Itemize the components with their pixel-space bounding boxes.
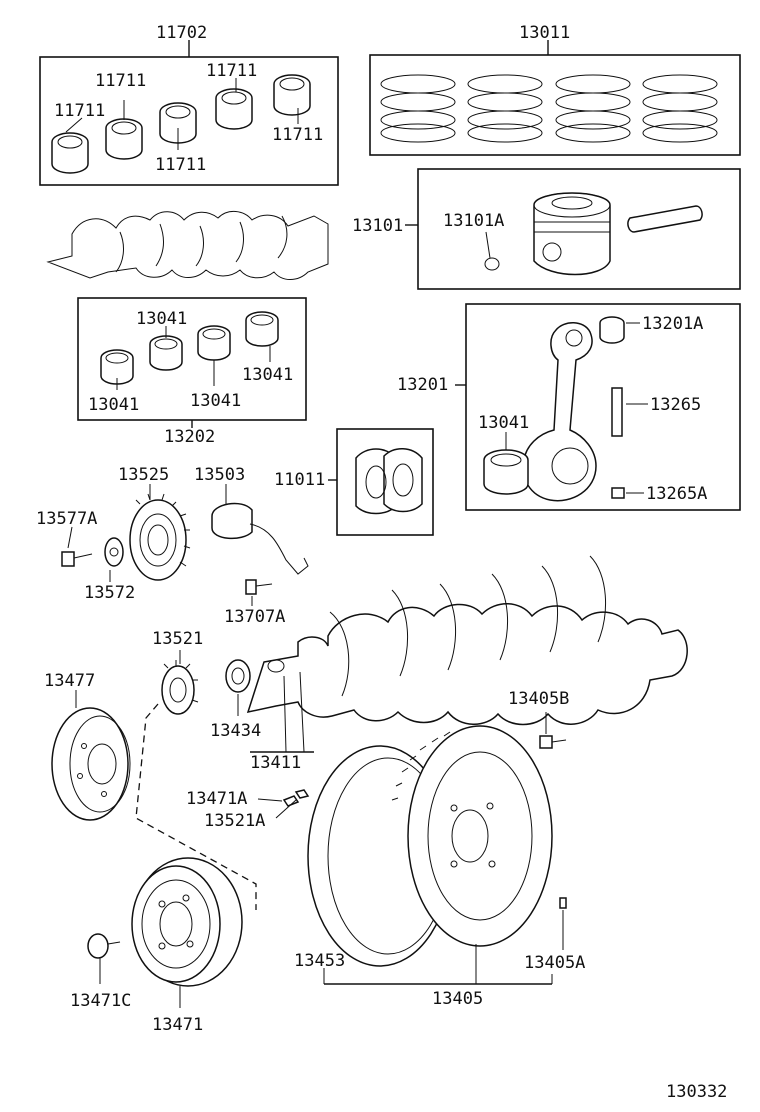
piston-ring-set [369,40,741,156]
sensor-bolt [245,579,273,606]
label-11702: 11702 [156,23,207,43]
label-13521A: 13521A [204,811,265,831]
label-13202: 13202 [164,427,215,447]
crankshaft-outline [46,211,329,280]
label-13101: 13101 [352,216,403,236]
label-13405A: 13405A [524,953,585,973]
label-11711: 11711 [155,155,206,175]
label-13405: 13405 [432,989,483,1009]
label-13201A: 13201A [642,314,703,334]
label-13577A: 13577A [36,509,97,529]
bolt-and-washer [61,526,124,582]
label-13041: 13041 [478,413,529,433]
label-13265A: 13265A [646,484,707,504]
label-13201: 13201 [397,375,448,395]
pulley-13477 [51,690,131,821]
label-13453: 13453 [294,951,345,971]
piston-assembly [405,168,741,290]
label-13572: 13572 [84,583,135,603]
label-13041: 13041 [136,309,187,329]
part-labels: 11702 11711 11711 11711 11711 11711 1301… [36,23,727,1102]
crankshaft [246,555,688,753]
label-13041: 13041 [88,395,139,415]
label-13477: 13477 [44,671,95,691]
piston-ring [380,74,718,143]
label-11711: 11711 [272,125,323,145]
label-13503: 13503 [194,465,245,485]
label-13707A: 13707A [224,607,285,627]
connecting-rod-assembly [455,303,741,511]
main-bearing-set [39,40,339,186]
diagram-code: 130332 [666,1082,727,1102]
label-11711: 11711 [206,61,257,81]
crank-gear [129,484,191,581]
pulley-bolt [87,933,121,984]
label-13471: 13471 [152,1015,203,1035]
crank-pulley [131,857,243,1008]
label-13471A: 13471A [186,789,247,809]
rod-bearing-set [77,297,307,428]
label-13525: 13525 [118,465,169,485]
label-13434: 13434 [210,721,261,741]
label-13405B: 13405B [508,689,569,709]
label-13265: 13265 [650,395,701,415]
keys [257,789,310,819]
label-13041: 13041 [242,365,293,385]
crank-position-sensor [211,484,309,575]
label-11711: 11711 [95,71,146,91]
label-11011: 11011 [274,470,325,490]
label-13411: 13411 [250,753,301,773]
thrust-washer [328,428,434,536]
label-13471C: 13471C [70,991,131,1011]
spacer [225,659,251,716]
label-11711: 11711 [54,101,105,121]
flywheel-assembly [307,712,567,985]
label-13011: 13011 [519,23,570,43]
label-13521: 13521 [152,629,203,649]
label-13101A: 13101A [443,211,504,231]
label-13041: 13041 [190,391,241,411]
timing-sprocket [161,650,199,715]
main-bearing-shell [51,74,311,174]
